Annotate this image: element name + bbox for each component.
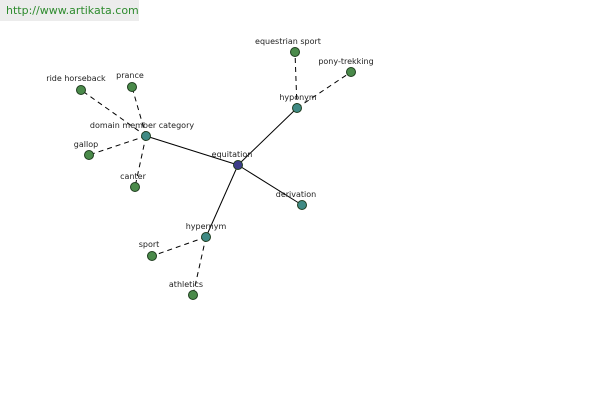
node-layer: equitation domain member category hyponym h…: [46, 37, 374, 300]
node-dot-derivation[interactable]: [297, 200, 307, 210]
node-label-equitation: equitation: [212, 150, 253, 159]
graph-node-equestrian-sport[interactable]: equestrian sport: [255, 37, 321, 57]
graph-node-derivation[interactable]: derivation: [276, 190, 316, 210]
node-label-canter: canter: [120, 172, 146, 181]
edge-layer: [80, 51, 352, 296]
node-dot-canter[interactable]: [130, 182, 140, 192]
graph-node-prance[interactable]: prance: [116, 71, 144, 92]
node-label-prance: prance: [116, 71, 144, 80]
edge-hyponym-to-equestrian-sport: [294, 51, 298, 109]
node-label-hypernym: hypernym: [186, 222, 227, 231]
node-label-pony-trekking: pony-trekking: [318, 57, 373, 66]
node-dot-equestrian-sport[interactable]: [290, 47, 300, 57]
graph-node-domain-member-category[interactable]: domain member category: [90, 121, 194, 141]
node-dot-gallop[interactable]: [84, 150, 94, 160]
node-dot-hyponym[interactable]: [292, 103, 302, 113]
node-label-equestrian-sport: equestrian sport: [255, 37, 321, 46]
edge-hyponym-to-pony-trekking: [296, 71, 352, 109]
graph-node-equitation[interactable]: equitation: [212, 150, 253, 170]
node-label-hyponym: hyponym: [279, 93, 317, 102]
node-dot-sport[interactable]: [147, 251, 157, 261]
node-label-ride-horseback: ride horseback: [46, 74, 106, 83]
graph-node-canter[interactable]: canter: [120, 172, 147, 192]
node-dot-equitation[interactable]: [233, 160, 243, 170]
node-dot-hypernym[interactable]: [201, 232, 211, 242]
edge-equitation-to-derivation: [237, 164, 303, 206]
graph-node-hyponym[interactable]: hyponym: [279, 93, 317, 113]
node-label-sport: sport: [139, 240, 160, 249]
node-dot-athletics[interactable]: [188, 290, 198, 300]
edge-equitation-to-domain-member-category: [145, 135, 239, 166]
node-label-gallop: gallop: [74, 140, 98, 149]
node-dot-ride-horseback[interactable]: [76, 85, 86, 95]
edge-domain-member-category-to-gallop: [88, 135, 147, 156]
graph-node-ride-horseback[interactable]: ride horseback: [46, 74, 106, 95]
node-dot-prance[interactable]: [127, 82, 137, 92]
node-dot-domain-member-category[interactable]: [141, 131, 151, 141]
edge-equitation-to-hyponym: [237, 107, 298, 166]
edge-hypernym-to-athletics: [192, 236, 207, 296]
edge-domain-member-category-to-ride-horseback: [80, 89, 147, 137]
edge-hypernym-to-sport: [151, 236, 207, 257]
node-label-athletics: athletics: [169, 280, 203, 289]
graph-node-sport[interactable]: sport: [139, 240, 160, 261]
node-label-domain-member-category: domain member category: [90, 121, 194, 130]
edge-equitation-to-hypernym: [205, 164, 239, 238]
graph-node-hypernym[interactable]: hypernym: [186, 222, 227, 242]
graph-node-pony-trekking[interactable]: pony-trekking: [318, 57, 374, 77]
graph-node-gallop[interactable]: gallop: [74, 140, 98, 160]
source-url-banner[interactable]: http://www.artikata.com: [0, 0, 139, 21]
node-dot-pony-trekking[interactable]: [346, 67, 356, 77]
node-label-derivation: derivation: [276, 190, 316, 199]
graph-node-athletics[interactable]: athletics: [169, 280, 203, 300]
